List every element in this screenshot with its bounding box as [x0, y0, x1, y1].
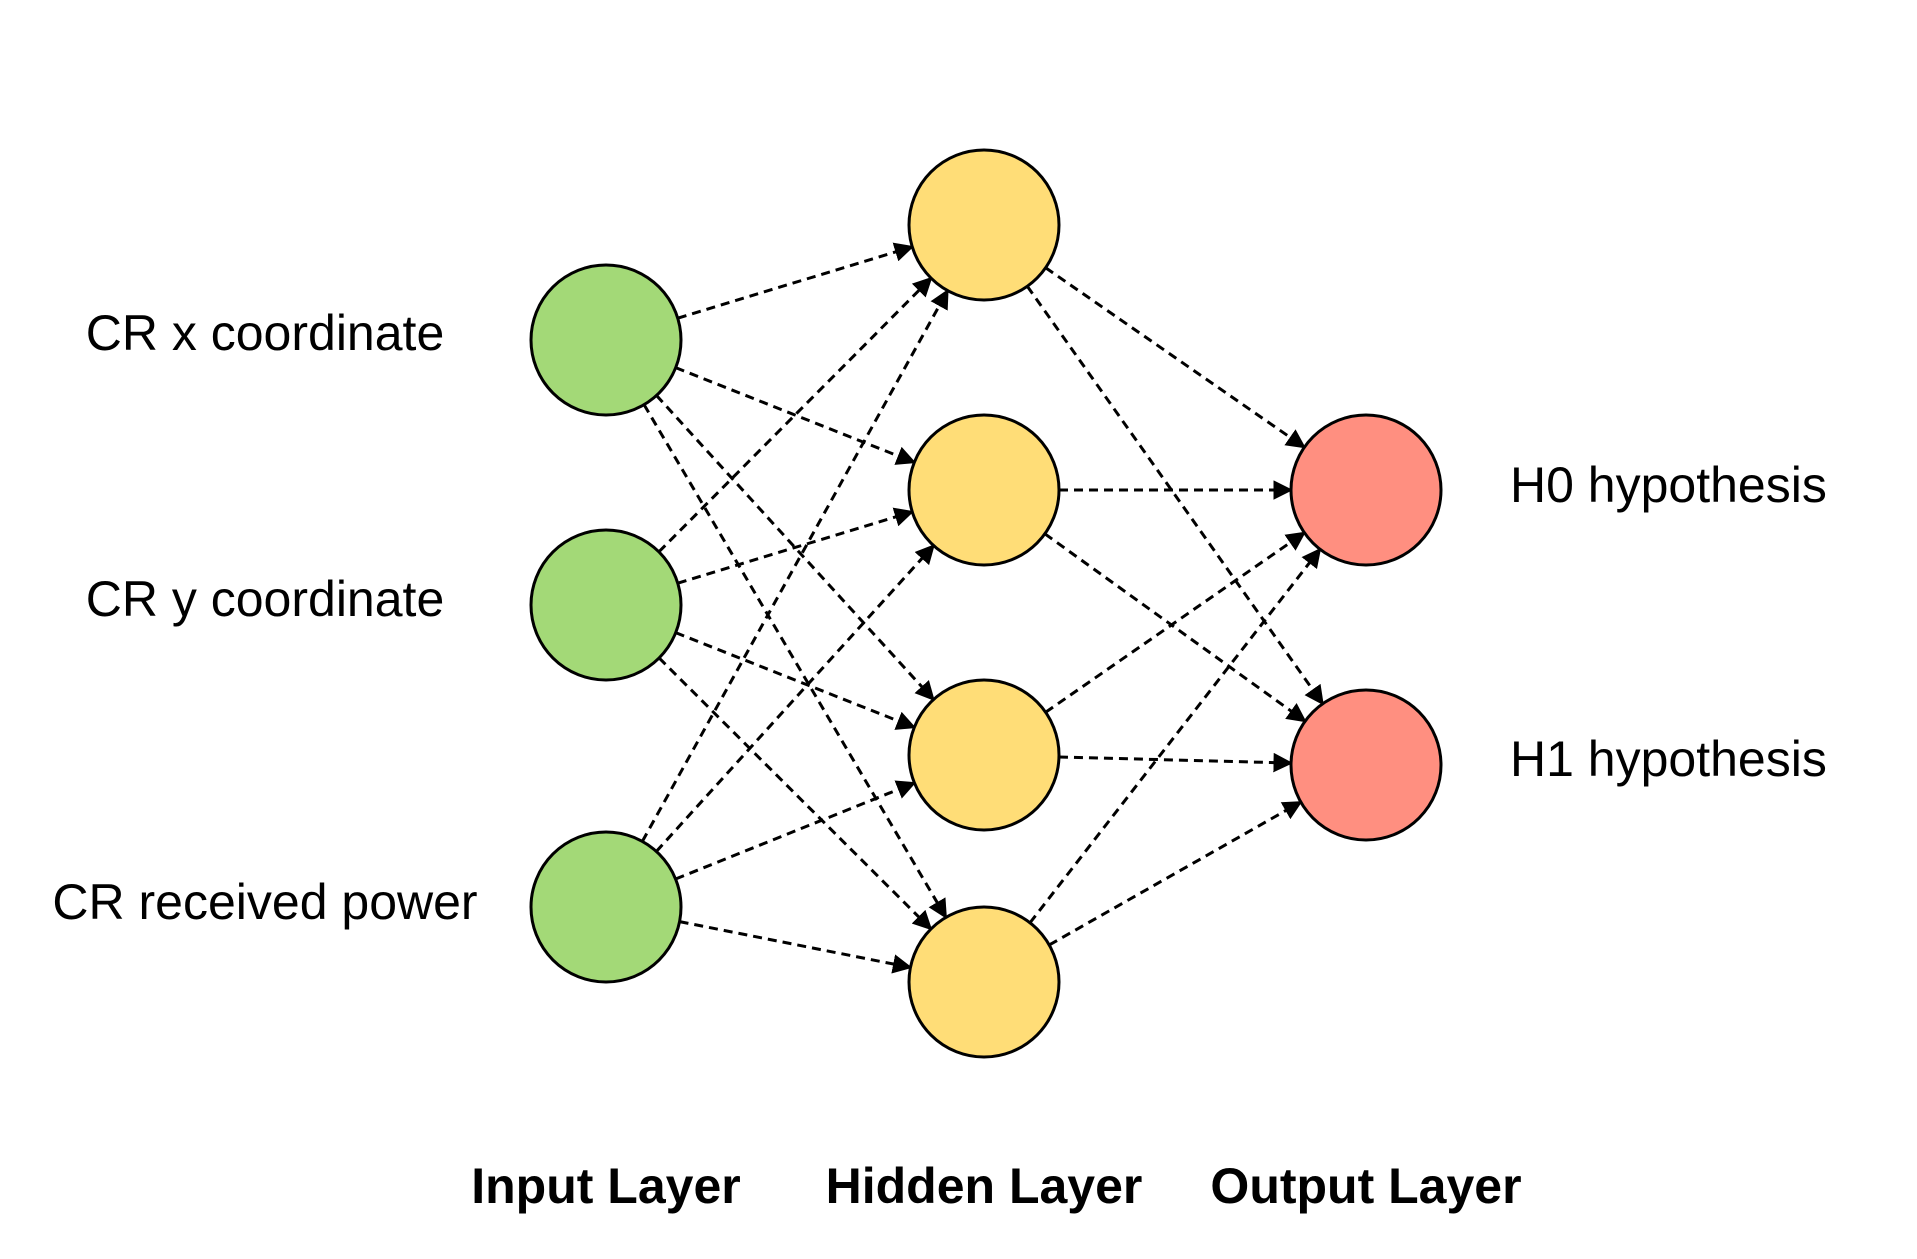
output-node-1	[1289, 413, 1443, 567]
hidden-layer-title: Hidden Layer	[826, 1158, 1143, 1214]
input-label-y: CR y coordinate	[86, 571, 445, 627]
output-layer-title: Output Layer	[1210, 1158, 1521, 1214]
input-to-hidden-edge-3-2	[655, 544, 935, 853]
hidden-node-4	[907, 905, 1061, 1059]
connection-edges	[641, 242, 1324, 974]
hidden-to-output-edge-3-2	[1058, 752, 1293, 773]
input-to-hidden-edge-2-1	[657, 276, 933, 553]
hidden-to-output-edge-1-1	[1044, 266, 1306, 449]
input-to-hidden-edge-3-3	[675, 780, 917, 881]
hidden-node-2	[907, 413, 1061, 567]
hidden-to-output-edge-4-2	[1048, 800, 1303, 947]
output-node-2	[1289, 688, 1443, 842]
hidden-to-output-edge-3-1	[1044, 531, 1306, 714]
hidden-node-1	[907, 148, 1061, 302]
hidden-to-output-edge-4-1	[1028, 547, 1322, 924]
output-label-h0: H0 hypothesis	[1510, 457, 1827, 513]
input-to-hidden-edge-1-2	[675, 366, 917, 465]
input-to-hidden-edge-3-4	[679, 920, 913, 974]
input-to-hidden-edge-2-3	[675, 631, 917, 730]
hidden-node-3	[907, 678, 1061, 832]
input-layer-title: Input Layer	[471, 1158, 740, 1214]
input-node-1	[529, 263, 683, 417]
input-to-hidden-edge-2-4	[658, 656, 933, 931]
output-label-h1: H1 hypothesis	[1510, 731, 1827, 787]
hidden-to-output-edge-2-2	[1043, 532, 1307, 723]
input-label-power: CR received power	[52, 874, 477, 930]
input-to-hidden-edge-1-3	[655, 394, 935, 701]
input-to-hidden-edge-1-1	[677, 242, 915, 320]
input-to-hidden-edge-2-2	[677, 507, 915, 585]
input-node-2	[529, 528, 683, 682]
hidden-to-output-edge-1-2	[1026, 285, 1324, 706]
network-nodes	[529, 148, 1443, 1059]
input-node-3	[529, 830, 683, 984]
input-to-hidden-edge-1-4	[642, 403, 948, 920]
input-label-x: CR x coordinate	[86, 305, 445, 361]
input-to-hidden-edge-3-1	[641, 288, 949, 843]
